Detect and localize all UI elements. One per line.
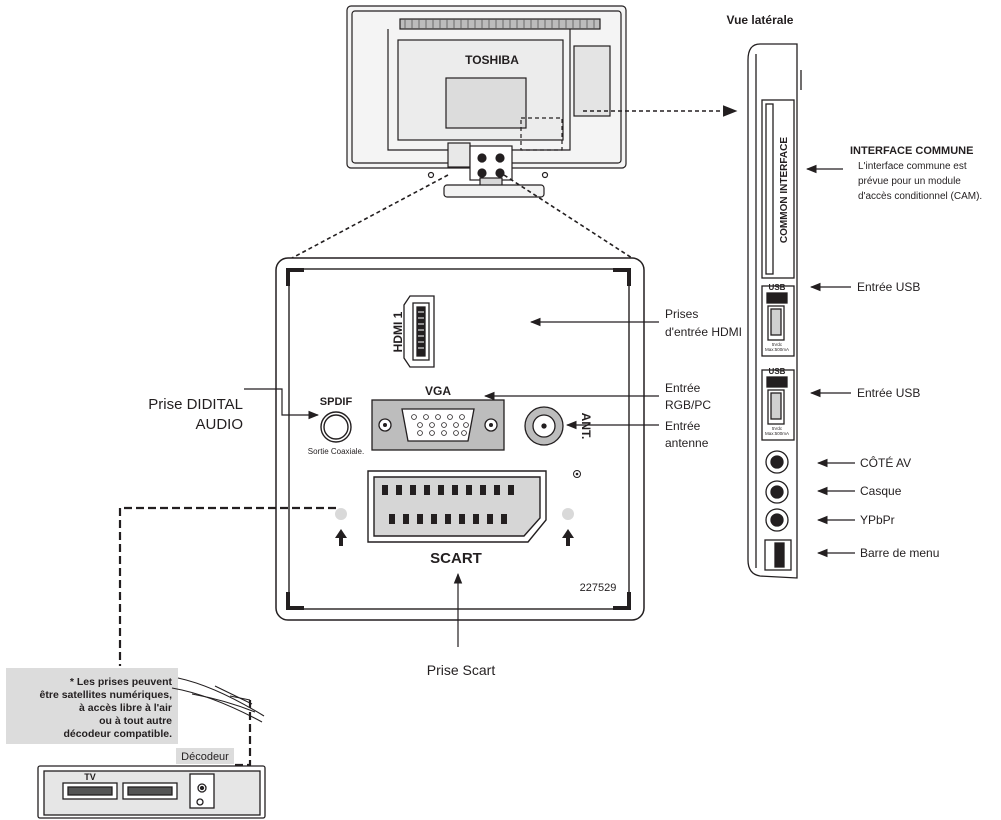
antenna-callout-line1: Entrée — [665, 419, 701, 433]
common-interface-desc-2: prévue pour un module — [858, 176, 961, 187]
usb-input-2-callout: Entrée USB — [857, 386, 920, 400]
part-number: 227529 — [580, 582, 617, 594]
usb-badge-1: USB — [769, 283, 786, 292]
screw-hole — [573, 470, 581, 478]
right-guide-dot — [562, 508, 574, 520]
antenna-label: ANT. — [579, 413, 593, 440]
vga-callout-line1: Entrée — [665, 381, 701, 395]
hdmi-callout-line2: d'entrée HDMI — [665, 325, 742, 339]
usb-spec-2a: 5Vdc — [772, 426, 783, 431]
common-interface-desc-3: d'accès conditionnel (CAM). — [858, 191, 982, 202]
usb-spec-2b: Max:500mA — [765, 431, 789, 436]
side-callout-lines — [805, 164, 855, 558]
usb-input-1-callout: Entrée USB — [857, 280, 920, 294]
vga-port — [371, 399, 505, 451]
left-guide-dot — [335, 508, 347, 520]
common-interface-title: INTERFACE COMMUNE — [850, 145, 973, 157]
note-line-4: ou à tout autre — [99, 715, 172, 727]
usb-spec-1b: Max:500mA — [765, 347, 789, 352]
left-up-arrow — [335, 529, 347, 546]
decoder-device — [37, 765, 266, 819]
side-view-title: Vue latérale — [727, 13, 794, 27]
note-line-3: à accès libre à l'air — [79, 702, 172, 714]
side-av-callout: CÔTÉ AV — [860, 455, 911, 470]
scart-callout: Prise Scart — [427, 662, 496, 678]
spdif-sub-label: Sortie Coaxiale. — [308, 447, 364, 456]
note-line-1: * Les prises peuvent — [70, 676, 173, 688]
rear-callout-lines — [244, 317, 659, 647]
hdmi-label: HDMI 1 — [391, 311, 405, 352]
ypbpr-callout: YPbPr — [860, 513, 895, 527]
note-line-5: décodeur compatible. — [63, 728, 172, 740]
usb-spec-1a: 5Vdc — [772, 342, 783, 347]
tv-rear-illustration — [346, 5, 627, 198]
tv-side-view — [747, 43, 802, 579]
antenna-callout-line2: antenne — [665, 436, 709, 450]
note-box — [6, 668, 178, 744]
tv-brand-logo: TOSHIBA — [465, 53, 519, 67]
ci-slot-text: COMMON INTERFACE — [779, 137, 790, 243]
digital-audio-callout-line1: Prise DIDITAL — [148, 396, 243, 413]
vga-callout-line2: RGB/PC — [665, 398, 711, 412]
menu-bar-callout: Barre de menu — [860, 546, 939, 560]
scart-cable — [118, 506, 336, 767]
usb-badge-2: USB — [769, 367, 786, 376]
scart-port — [367, 470, 547, 543]
spdif-label: SPDIF — [320, 396, 353, 408]
scart-label: SCART — [430, 550, 482, 567]
decoder-label-bg — [176, 748, 234, 764]
screw-center — [575, 472, 579, 476]
spdif-port — [320, 411, 352, 443]
satellite-dish-icon — [171, 677, 265, 723]
right-up-arrow — [562, 529, 574, 546]
antenna-port — [524, 406, 564, 446]
digital-audio-callout-line2: AUDIO — [195, 416, 243, 433]
vga-label: VGA — [425, 384, 451, 398]
decoder-label: Décodeur — [181, 751, 229, 763]
note-line-2: être satellites numériques, — [40, 689, 173, 701]
hdmi-port — [403, 295, 435, 368]
zoom-guide-lines — [291, 105, 738, 259]
headphone-callout: Casque — [860, 484, 902, 498]
decoder-tv-label: TV — [84, 772, 96, 782]
hdmi-callout-line1: Prises — [665, 307, 698, 321]
common-interface-desc-1: L'interface commune est — [858, 161, 967, 172]
